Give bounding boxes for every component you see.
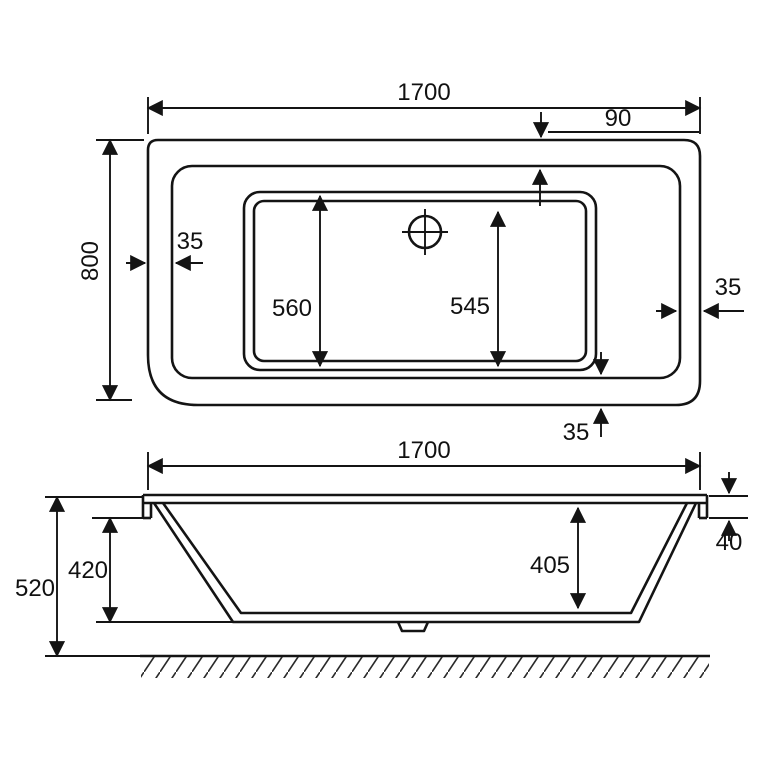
elevation-dim-base-height: 420 (68, 516, 236, 624)
elevation-dim-overall-length: 1700 (146, 437, 702, 490)
elevation-overall-height-label: 520 (15, 575, 55, 602)
plan-dim-right-rim: 35 (656, 274, 744, 320)
body-inner-wall (161, 502, 689, 615)
drain-symbol (402, 209, 448, 255)
plan-foot-rim-label: 35 (563, 419, 590, 446)
elevation-rim (141, 493, 709, 520)
plan-outer-body (146, 138, 702, 407)
plan-rim (170, 164, 682, 380)
plan-interior-length-label: 545 (450, 293, 490, 320)
elevation-view: 1700 40 (15, 437, 748, 678)
floor (140, 654, 710, 678)
plan-overall-length-label: 1700 (397, 79, 450, 106)
plan-dim-interior-width: 560 (272, 194, 329, 368)
plan-dim-interior-length: 545 (450, 210, 507, 368)
waste-outlet (396, 621, 430, 633)
elevation-body (152, 502, 698, 633)
plan-right-rim-label: 35 (715, 274, 742, 301)
plan-dim-left-rim: 35 (126, 228, 204, 272)
plan-dim-head-rim: 90 (531, 105, 699, 206)
elevation-base-height-label: 420 (68, 557, 108, 584)
plan-dim-overall-length: 1700 (146, 79, 702, 134)
plan-view: 1700 90 800 35 560 5 (77, 79, 744, 446)
elevation-rim-lip-label: 40 (716, 529, 743, 556)
plan-interior-inner (252, 199, 588, 363)
plan-interior-outer (242, 190, 598, 372)
plan-interior-width-label: 560 (272, 295, 312, 322)
elevation-internal-depth-label: 405 (530, 552, 570, 579)
body-outer-wall (152, 502, 698, 624)
plan-head-rim-label: 90 (605, 105, 632, 132)
plan-left-rim-label: 35 (177, 228, 204, 255)
plan-overall-width-label: 800 (77, 241, 104, 281)
elevation-dim-internal-depth: 405 (530, 506, 587, 610)
elevation-dim-rim-lip: 40 (709, 472, 748, 556)
elevation-overall-length-label: 1700 (397, 437, 450, 464)
plan-dim-foot-rim: 35 (563, 352, 610, 446)
floor-hatching (141, 657, 709, 678)
plan-dim-overall-width: 800 (77, 138, 144, 402)
elevation-dim-overall-height: 520 (15, 495, 143, 658)
